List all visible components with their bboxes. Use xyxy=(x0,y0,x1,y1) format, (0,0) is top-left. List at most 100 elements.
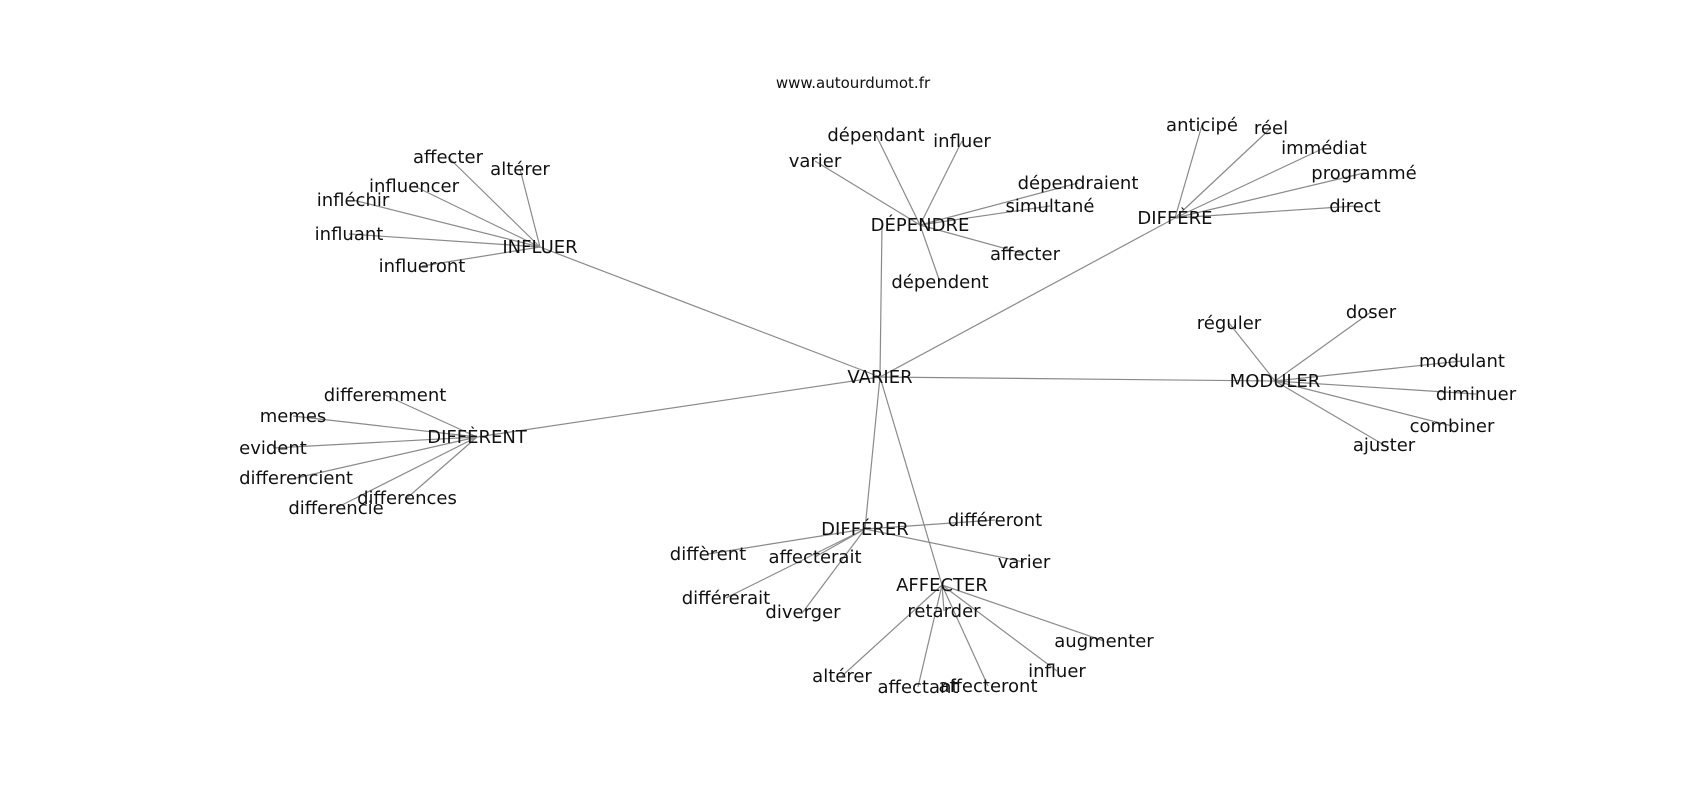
node-hub-influer[interactable]: INFLUER xyxy=(502,237,577,258)
edge-moduler-diminuer xyxy=(1274,380,1477,395)
edge-affecter-augmenter xyxy=(941,584,1105,642)
edge-affecter-affecteront xyxy=(941,584,989,687)
node-word-differer-different[interactable]: diffèrent xyxy=(670,544,746,565)
edge-moduler-combiner xyxy=(1274,380,1453,427)
edge-dependre-dependent xyxy=(919,224,941,283)
node-word-affecter-affectant[interactable]: affectant xyxy=(878,677,959,698)
node-word-dependre-affecter[interactable]: affecter xyxy=(990,244,1061,265)
edge-differe-programme xyxy=(1174,172,1365,219)
node-word-differer-differerait[interactable]: différerait xyxy=(682,588,770,609)
node-word-differer-affecterait[interactable]: affecterait xyxy=(768,547,861,568)
edge-center-dependre xyxy=(879,224,883,378)
edge-influer-influencer xyxy=(413,185,541,248)
node-word-different-memes[interactable]: memes xyxy=(260,406,327,427)
edge-different-differences xyxy=(406,436,478,499)
node-word-differe-immediat[interactable]: immédiat xyxy=(1281,138,1367,159)
node-word-dependre-dependant[interactable]: dépendant xyxy=(827,125,924,146)
node-hub-different[interactable]: DIFFÈRENT xyxy=(427,426,528,448)
node-hub-affecter[interactable]: AFFECTER xyxy=(896,575,988,596)
node-word-different-differemment[interactable]: differemment xyxy=(324,385,447,406)
edge-differer-differeront xyxy=(864,519,996,530)
node-hub-differer[interactable]: DIFFÉRER xyxy=(821,518,909,540)
node-word-differer-varier[interactable]: varier xyxy=(998,552,1051,573)
node-word-influer-inflechir[interactable]: infléchir xyxy=(317,190,390,211)
edge-influer-inflechir xyxy=(352,199,541,248)
edge-moduler-modulant xyxy=(1274,360,1463,382)
edge-center-differer xyxy=(864,376,881,530)
node-word-moduler-reguler[interactable]: réguler xyxy=(1197,313,1262,334)
edge-differe-reel xyxy=(1174,127,1272,219)
edge-different-differencient xyxy=(295,436,478,479)
site-url: www.autourdumot.fr xyxy=(776,74,931,92)
edge-dependre-simultane xyxy=(919,205,1051,226)
edge-dependre-dependraient xyxy=(919,182,1079,226)
node-word-differe-anticipe[interactable]: anticipé xyxy=(1166,115,1238,136)
node-word-affecter-alterer[interactable]: altérer xyxy=(812,666,872,687)
node-word-moduler-diminuer[interactable]: diminuer xyxy=(1436,384,1517,405)
node-word-differe-programme[interactable]: programmé xyxy=(1311,163,1416,184)
node-word-dependre-simultane[interactable]: simultané xyxy=(1006,196,1095,217)
edge-differer-differerait xyxy=(725,528,866,599)
node-word-affecter-affecteront[interactable]: affecteront xyxy=(938,676,1037,697)
edge-affecter-retarder xyxy=(941,584,945,612)
node-word-affecter-retarder[interactable]: retarder xyxy=(907,601,981,622)
edge-influer-influant xyxy=(348,233,541,248)
edge-center-affecter xyxy=(879,376,943,586)
node-word-affecter-influer[interactable]: influer xyxy=(1028,661,1086,682)
edge-center-influer xyxy=(539,246,881,378)
node-word-influer-influant[interactable]: influant xyxy=(315,224,384,245)
edge-moduler-doser xyxy=(1274,311,1372,382)
node-center-varier[interactable]: VARIER xyxy=(847,367,912,388)
edge-influer-alterer xyxy=(519,168,541,248)
node-hub-moduler[interactable]: MODULER xyxy=(1230,371,1321,392)
node-hub-dependre[interactable]: DÉPENDRE xyxy=(871,214,970,236)
graph-edges xyxy=(272,124,1477,688)
node-word-dependre-dependraient[interactable]: dépendraient xyxy=(1018,173,1139,194)
node-word-different-differencie[interactable]: differencie xyxy=(288,498,383,519)
edge-influer-influeront xyxy=(421,246,541,267)
edge-differer-diverger xyxy=(802,528,866,613)
node-word-influer-affecter[interactable]: affecter xyxy=(413,147,484,168)
edge-affecter-influer xyxy=(941,584,1058,672)
edge-moduler-reguler xyxy=(1228,322,1276,382)
edge-moduler-ajuster xyxy=(1274,380,1385,446)
node-word-differe-reel[interactable]: réel xyxy=(1254,118,1288,139)
edge-dependre-varier xyxy=(814,160,921,226)
node-word-dependre-dependent[interactable]: dépendent xyxy=(891,272,988,293)
edge-dependre-influer xyxy=(919,140,963,226)
node-word-affecter-augmenter[interactable]: augmenter xyxy=(1054,631,1154,652)
node-word-different-differencient[interactable]: differencient xyxy=(239,468,353,489)
graph-labels: VARIERINFLUERaffecteraltérerinfluencerin… xyxy=(239,115,1517,698)
edge-affecter-affectant xyxy=(917,584,943,688)
node-word-differer-diverger[interactable]: diverger xyxy=(765,602,841,623)
node-word-moduler-ajuster[interactable]: ajuster xyxy=(1353,435,1416,456)
node-word-influer-influeront[interactable]: influeront xyxy=(379,256,466,277)
node-word-dependre-influer[interactable]: influer xyxy=(933,131,991,152)
edge-center-different xyxy=(476,376,881,438)
node-word-dependre-varier[interactable]: varier xyxy=(789,151,842,172)
edge-differe-direct xyxy=(1174,205,1356,219)
edge-different-evident xyxy=(272,436,478,449)
edge-center-differe xyxy=(879,217,1176,378)
edge-dependre-dependant xyxy=(875,134,921,226)
edge-differer-different xyxy=(707,528,866,555)
edge-center-moduler xyxy=(879,376,1276,382)
node-word-differe-direct[interactable]: direct xyxy=(1329,196,1380,217)
node-word-moduler-doser[interactable]: doser xyxy=(1346,302,1397,323)
node-word-different-differences[interactable]: differences xyxy=(357,488,457,509)
node-word-moduler-combiner[interactable]: combiner xyxy=(1410,416,1495,437)
node-hub-differe[interactable]: DIFFÈRE xyxy=(1137,207,1212,229)
edge-dependre-affecter xyxy=(919,224,1026,255)
node-word-different-evident[interactable]: evident xyxy=(239,438,307,459)
edge-influer-affecter xyxy=(447,156,541,248)
edge-differe-anticipe xyxy=(1174,124,1203,219)
edge-affecter-alterer xyxy=(841,584,943,677)
edge-different-differemment xyxy=(384,394,478,438)
node-word-differer-differeront[interactable]: différeront xyxy=(948,510,1042,531)
node-word-influer-alterer[interactable]: altérer xyxy=(490,159,550,180)
edge-different-differencie xyxy=(335,436,478,509)
node-word-influer-influencer[interactable]: influencer xyxy=(369,176,460,197)
node-word-moduler-modulant[interactable]: modulant xyxy=(1419,351,1505,372)
edge-different-memes xyxy=(292,415,478,438)
